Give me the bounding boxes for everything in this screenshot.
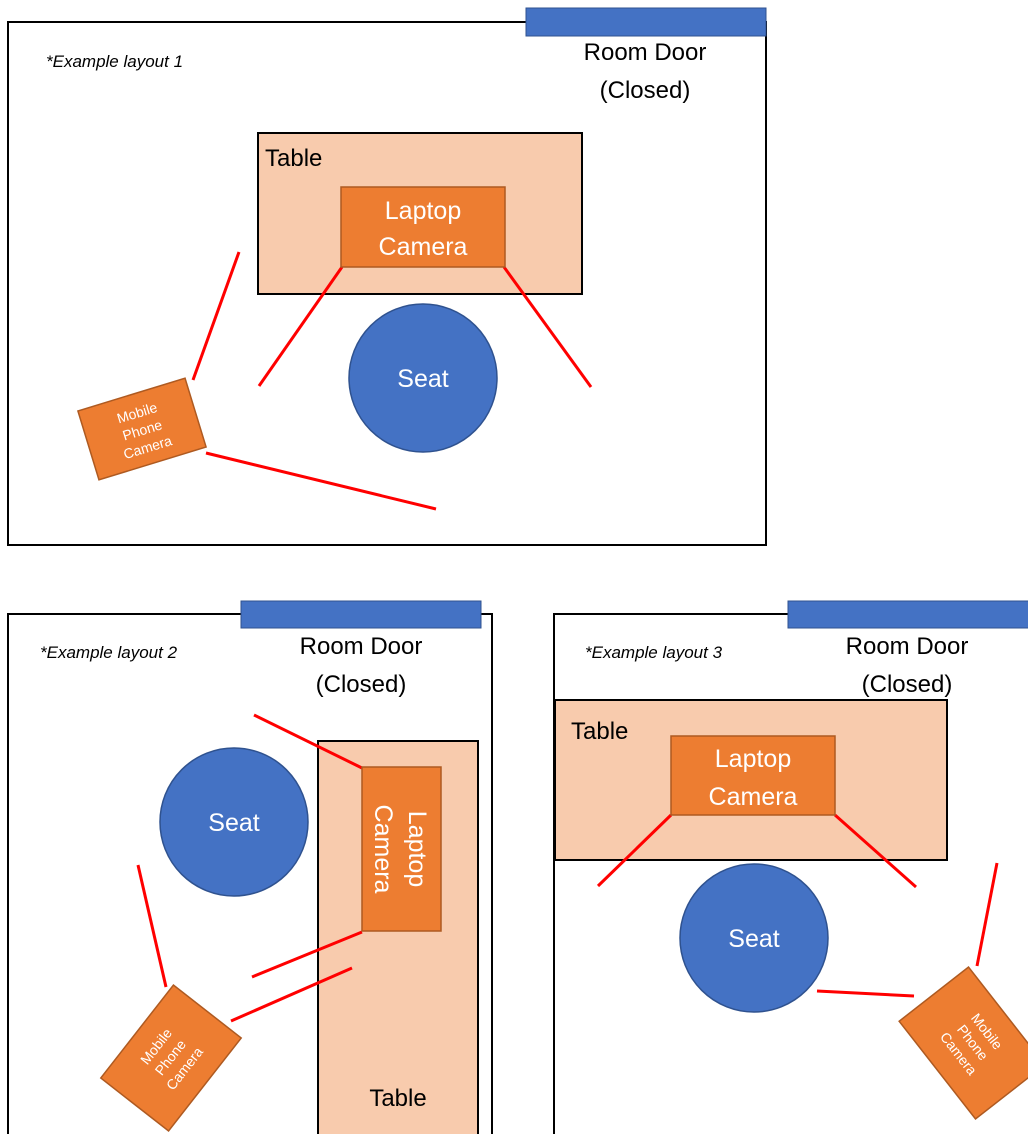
- layout-2-caption: *Example layout 2: [40, 643, 178, 662]
- room-3-phone-view-left: [816, 989, 915, 998]
- room-1-laptop-camera: [340, 186, 506, 268]
- room-2-table-label: Table: [369, 1085, 426, 1112]
- room-3-phone-camera-body: [898, 966, 1028, 1120]
- room-2-phone-view-bottom: [230, 966, 353, 1023]
- layout-2: *Example layout 2 Room Door (Closed) Tab…: [7, 600, 493, 1134]
- room-3-phone-camera: Mobile Phone Camera: [898, 966, 1028, 1120]
- room-1-door: [525, 7, 767, 37]
- room-3-table-label: Table: [571, 718, 628, 745]
- room-2-door-label-line1: Room Door: [300, 633, 423, 660]
- room-3-seat-label: Seat: [728, 925, 779, 953]
- room-1-phone-camera-body: [76, 377, 208, 481]
- room-3-laptop-view-left: [596, 813, 673, 888]
- room-1-phone-view-bottom: [205, 451, 437, 511]
- room-3-door-label-line2: (Closed): [862, 671, 953, 698]
- room-2-phone-camera-body: [99, 983, 243, 1133]
- room-3-phone-view-top: [975, 862, 999, 967]
- room-1-laptop-label-line2: Camera: [379, 233, 468, 261]
- room-2-laptop-label-line2: Camera: [369, 805, 397, 894]
- room-2-laptop-view-top: [253, 713, 363, 770]
- room-1-door-label-line2: (Closed): [600, 77, 691, 104]
- room-1-phone-view-top: [191, 251, 241, 381]
- room-2-laptop-label-line1: Laptop: [403, 811, 431, 887]
- room-1-seat: [348, 303, 498, 453]
- room-2-phone-camera: Mobile Phone Camera: [99, 983, 243, 1133]
- room-2-laptop-camera: [361, 766, 442, 932]
- room-2-laptop-label: Laptop Camera: [369, 805, 431, 894]
- layout-3-caption: *Example layout 3: [585, 643, 723, 662]
- room-3-laptop-label-line2: Camera: [709, 783, 798, 811]
- room-2-door-label-line2: (Closed): [316, 671, 407, 698]
- room-3-seat: [679, 863, 829, 1013]
- room-3-laptop-view-right: [834, 813, 917, 889]
- room-3-laptop-label-line1: Laptop: [715, 745, 791, 773]
- layout-3: *Example layout 3 Table Room Door (Close…: [553, 600, 1028, 1134]
- room-1-laptop-label-line1: Laptop: [385, 197, 461, 225]
- layout-1-caption: *Example layout 1: [46, 52, 183, 71]
- room-1-door-label-line1: Room Door: [584, 39, 707, 66]
- room-1-laptop-view-left: [257, 266, 344, 387]
- room-3-laptop-camera: [670, 735, 836, 816]
- room-2-laptop-view-bottom: [251, 930, 363, 979]
- room-2-seat-label: Seat: [208, 809, 259, 837]
- layout-1: *Example layout 1 Room Door (Closed) Tab…: [7, 7, 767, 546]
- room-3-door: [787, 600, 1028, 629]
- room-1-table-label: Table: [265, 145, 322, 172]
- room-1-seat-label: Seat: [397, 365, 448, 393]
- room-2-door: [240, 600, 482, 629]
- room-2-seat: [159, 747, 309, 897]
- room-3-door-label-line1: Room Door: [846, 633, 969, 660]
- room-2-phone-view-top: [136, 864, 168, 988]
- room-1-laptop-view-right: [502, 266, 593, 388]
- room-1-phone-camera: Mobile Phone Camera: [76, 377, 208, 481]
